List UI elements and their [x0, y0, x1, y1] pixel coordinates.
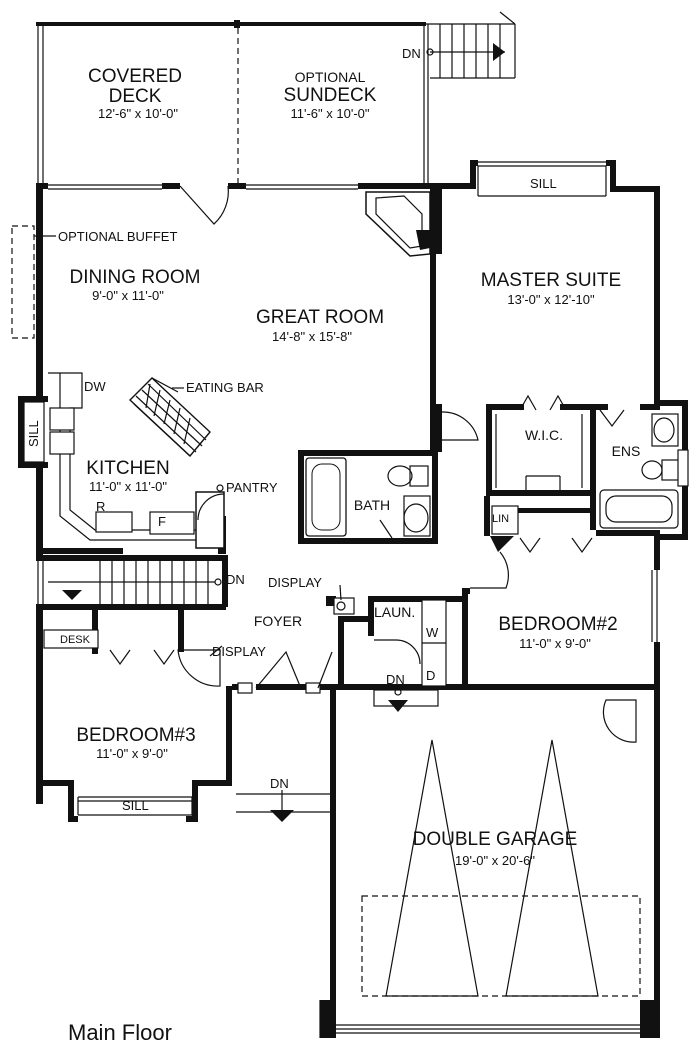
- linen-label: LIN: [492, 513, 509, 525]
- garage-dim: 19'-0" x 20'-6": [455, 853, 535, 868]
- laundry-name: LAUN.: [374, 604, 415, 620]
- floor-caption: Main Floor: [68, 1020, 172, 1045]
- dining-room-name: DINING ROOM: [70, 267, 201, 288]
- dn-laundry-label: DN: [386, 672, 405, 687]
- dn-stair-label: DN: [226, 572, 245, 587]
- dryer-label: D: [426, 668, 435, 683]
- sill-master-label: SILL: [530, 176, 557, 191]
- master-suite-dim: 13'-0" x 12'-10": [507, 292, 595, 307]
- garage-name: DOUBLE GARAGE: [413, 829, 578, 850]
- ens-name: ENS: [612, 443, 641, 459]
- kitchen-name: KITCHEN: [86, 458, 169, 479]
- dn-deck-label: DN: [402, 46, 421, 61]
- kitchen-dim: 11'-0" x 11'-0": [89, 479, 167, 494]
- covered-deck-dim: 12'-6" x 10'-0": [98, 106, 178, 121]
- doors: [109, 185, 637, 743]
- optional-buffet-label: OPTIONAL BUFFET: [58, 229, 177, 244]
- sill-bed3-label: SILL: [122, 798, 149, 813]
- kitchen-window: [23, 401, 45, 463]
- freezer-label: F: [158, 514, 166, 529]
- dw-label: DW: [84, 379, 106, 394]
- deck-stairs: [426, 11, 516, 79]
- covered-deck-name-2: DECK: [109, 86, 162, 107]
- fireplace: [365, 191, 431, 257]
- master-suite-name: MASTER SUITE: [481, 270, 621, 291]
- refrigerator-label: R: [96, 499, 105, 514]
- sill-kitchen-label: SILL: [26, 420, 41, 447]
- sundeck-name: SUNDECK: [284, 85, 377, 106]
- foyer-name: FOYER: [254, 613, 302, 629]
- basement-stairs: [48, 560, 222, 604]
- ensuite-fixtures: [599, 413, 689, 529]
- bedroom3-dim: 11'-0" x 9'-0": [96, 746, 168, 761]
- wic-name: W.I.C.: [525, 427, 563, 443]
- bedroom3-name: BEDROOM#3: [76, 725, 195, 746]
- bedroom2-name: BEDROOM#2: [498, 614, 617, 635]
- dining-room-dim: 9'-0" x 11'-0": [92, 288, 164, 303]
- dn-front-label: DN: [270, 776, 289, 791]
- interior-walls: [43, 184, 660, 688]
- walls: [18, 160, 688, 1038]
- sundeck-dim: 11'-6" x 10'-0": [291, 106, 370, 121]
- bath-fixtures: [305, 457, 431, 539]
- sundeck-prefix: OPTIONAL: [295, 69, 366, 85]
- great-room-dim: 14'-8" x 15'-8": [272, 329, 352, 344]
- display-2-label: DISPLAY: [212, 644, 266, 659]
- great-room-name: GREAT ROOM: [256, 307, 384, 328]
- garage-door-and-cars: [361, 739, 641, 997]
- kitchen-counters: [48, 372, 225, 549]
- washer-label: W: [426, 625, 439, 640]
- desk-label: DESK: [60, 634, 91, 646]
- optional-buffet-outline: [11, 225, 35, 339]
- eating-bar: [128, 377, 211, 458]
- eating-bar-label: EATING BAR: [186, 380, 264, 395]
- bath-name: BATH: [354, 497, 390, 513]
- covered-deck-name-1: COVERED: [88, 66, 182, 87]
- bedroom2-dim: 11'-0" x 9'-0": [519, 636, 591, 651]
- deck-area: [36, 11, 516, 186]
- display-1-label: DISPLAY: [268, 575, 322, 590]
- pantry-label: PANTRY: [226, 480, 278, 495]
